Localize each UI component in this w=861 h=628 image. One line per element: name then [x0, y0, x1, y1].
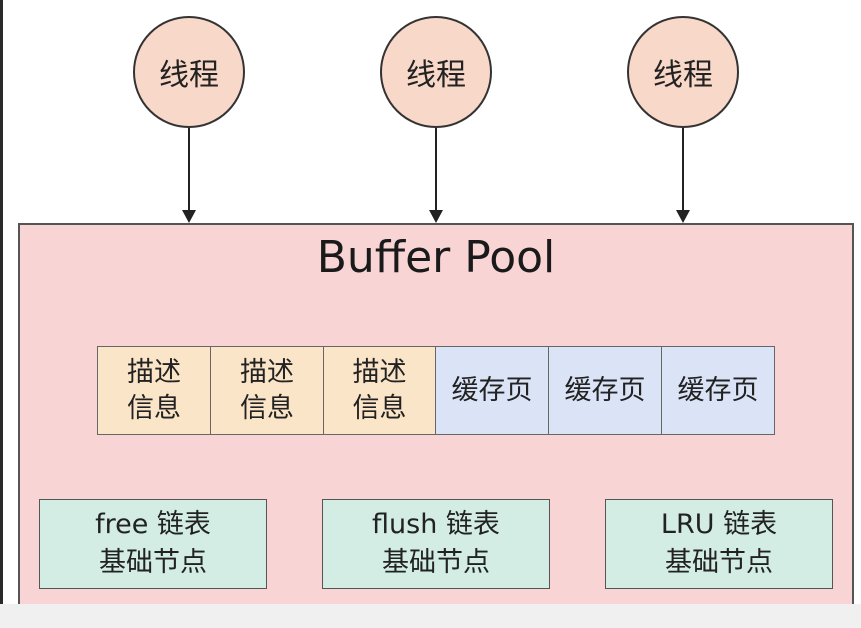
thread-node-2: 线程: [380, 16, 492, 128]
arrow-line-3: [682, 128, 684, 212]
arrow-line-2: [435, 128, 437, 212]
node-label-line2: 基础节点: [99, 547, 207, 578]
control-block-line2: 信息: [240, 392, 294, 424]
arrow-head-3: [676, 210, 690, 223]
control-block-line2: 信息: [352, 392, 407, 424]
node-label-line1: flush 链表: [372, 509, 500, 540]
free-list-base-node: free 链表 基础节点: [39, 499, 267, 589]
control-block-line2: 信息: [127, 392, 181, 424]
bottom-strip: [0, 604, 861, 628]
arrow-head-2: [429, 210, 443, 223]
node-label-line2: 基础节点: [665, 547, 773, 578]
control-block-1: 描述 信息: [97, 346, 211, 435]
control-block-line1: 描述: [352, 356, 407, 388]
arrow-line-1: [188, 128, 190, 212]
cache-page-3: 缓存页: [661, 346, 775, 435]
left-edge-border: [0, 0, 3, 628]
node-label-line2: 基础节点: [382, 547, 490, 578]
thread-node-1: 线程: [133, 16, 245, 128]
cache-page-2: 缓存页: [548, 346, 662, 435]
control-block-line1: 描述: [127, 356, 181, 388]
cache-page-1: 缓存页: [435, 346, 549, 435]
lru-list-base-node: LRU 链表 基础节点: [605, 499, 833, 589]
control-block-2: 描述 信息: [210, 346, 324, 435]
control-block-3: 描述 信息: [323, 346, 436, 435]
node-label-line1: LRU 链表: [660, 509, 778, 540]
buffer-pool-title: Buffer Pool: [316, 232, 556, 283]
thread-node-3: 线程: [627, 16, 739, 128]
control-block-line1: 描述: [240, 356, 294, 388]
arrow-head-1: [182, 210, 196, 223]
node-label-line1: free 链表: [95, 509, 211, 540]
flush-list-base-node: flush 链表 基础节点: [322, 499, 550, 589]
